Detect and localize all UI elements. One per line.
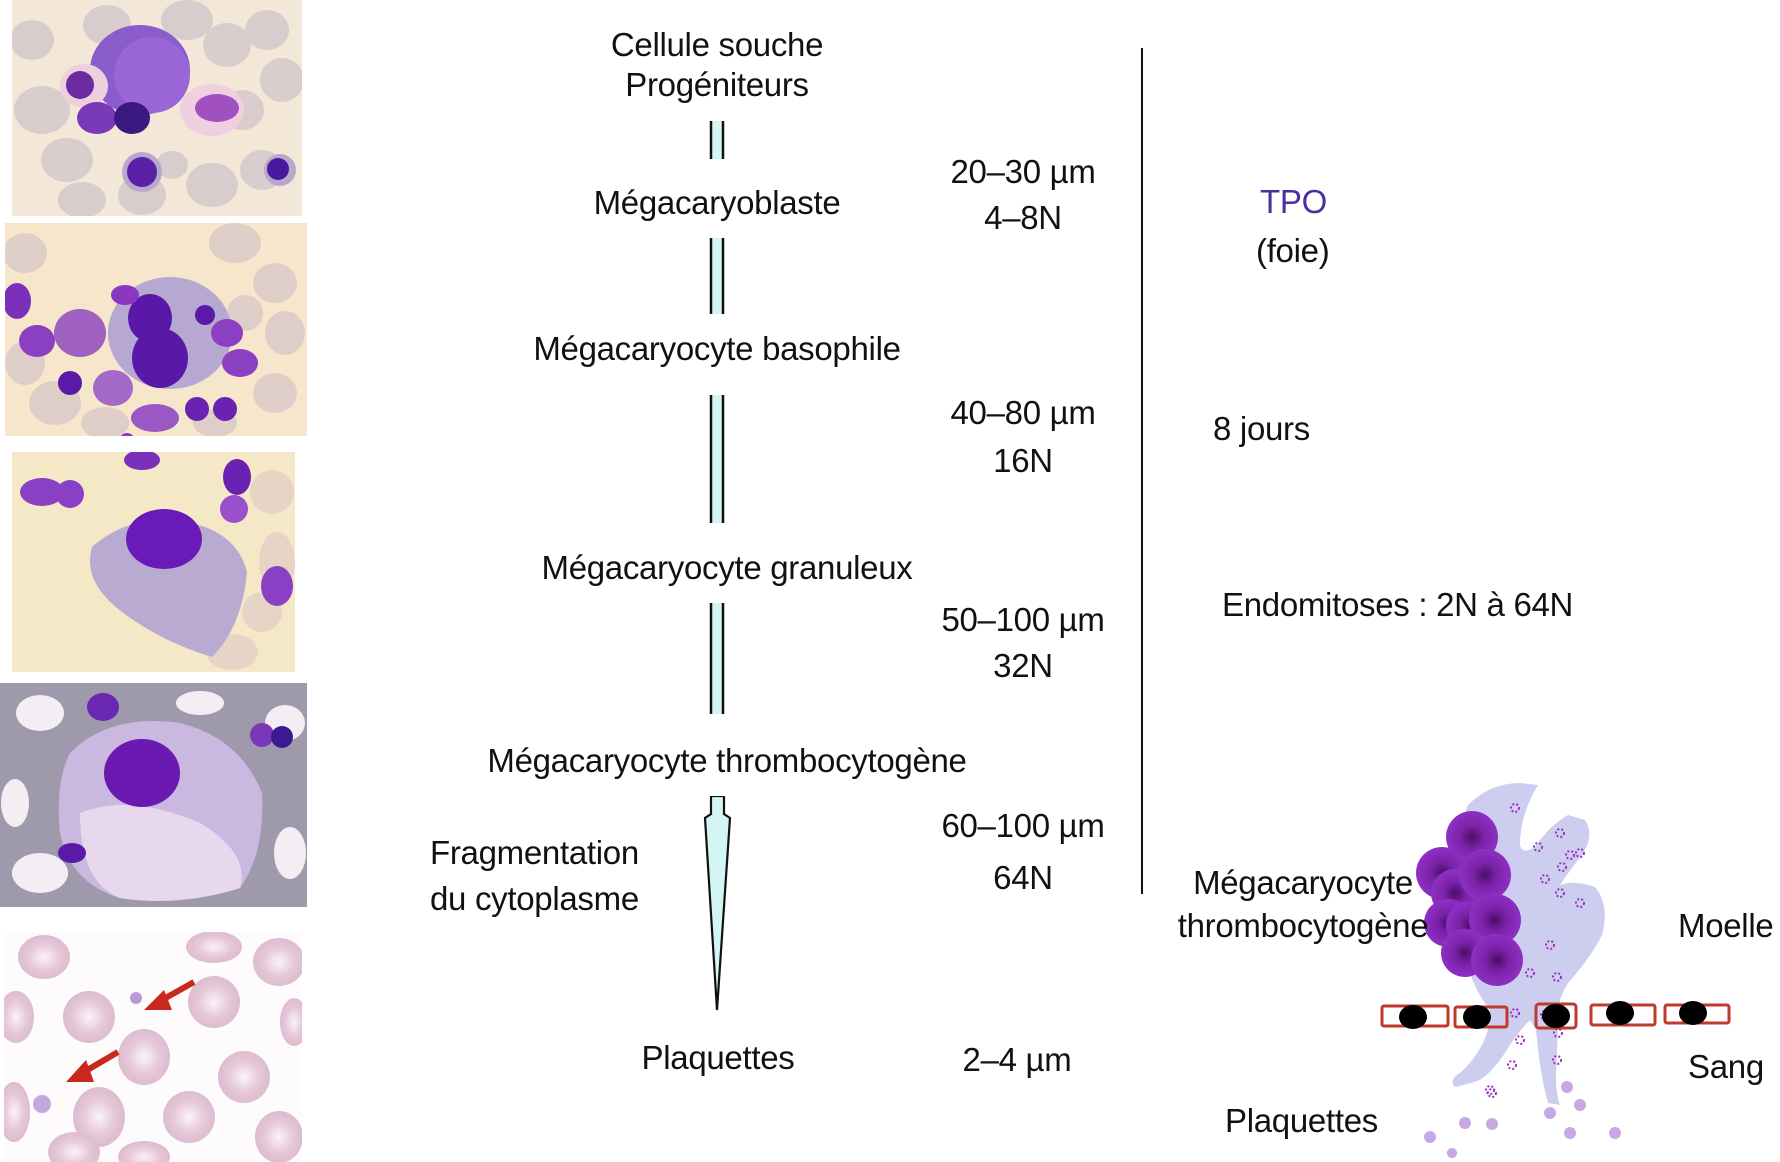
tapered-arrow-icon bbox=[703, 796, 732, 1011]
stage-thrombocytogenic-megakaryocyte-label: Mégacaryocyte thrombocytogène bbox=[487, 742, 967, 779]
stage-granular-megakaryocyte-size: 50–100 µm bbox=[941, 601, 1105, 638]
tpo-label: TPO bbox=[1260, 183, 1327, 220]
stage-platelets-size: 2–4 µm bbox=[962, 1041, 1072, 1078]
double-line-arrow-icon bbox=[709, 603, 725, 714]
timeline-divider bbox=[1141, 48, 1143, 894]
endomitoses-label: Endomitoses : 2N à 64N bbox=[1222, 586, 1574, 623]
micrograph-megakaryoblast bbox=[12, 0, 302, 216]
tpo-source-label: (foie) bbox=[1256, 232, 1330, 269]
megakaryocyte-schema: < bbox=[1380, 783, 1731, 1158]
stage-platelets-label: Plaquettes bbox=[641, 1039, 795, 1076]
double-line-arrow-icon bbox=[709, 121, 725, 159]
stage-granular-megakaryocyte-label: Mégacaryocyte granuleux bbox=[541, 549, 913, 586]
stage-basophilic-megakaryocyte-ploidy: 16N bbox=[993, 442, 1053, 479]
micrograph-blood-smear-platelets bbox=[4, 932, 302, 1162]
fragmentation-label-line2: du cytoplasme bbox=[430, 880, 639, 917]
micrograph-thrombocytogenic-megakaryocyte bbox=[0, 683, 307, 907]
stage-basophilic-megakaryocyte-label: Mégacaryocyte basophile bbox=[533, 330, 901, 367]
red-arrow-icon bbox=[66, 979, 196, 1082]
stage-thrombocytogenic-megakaryocyte-ploidy: 64N bbox=[993, 859, 1053, 896]
micrograph-basophilic-megakaryocyte bbox=[5, 223, 307, 436]
double-line-arrow-icon bbox=[709, 238, 725, 314]
schema-cell-label-line2: thrombocytogène bbox=[1177, 907, 1429, 944]
fragmentation-label-line1: Fragmentation bbox=[430, 834, 639, 871]
stage-basophilic-megakaryocyte-size: 40–80 µm bbox=[950, 394, 1096, 431]
stage-progenitors-label: Progéniteurs bbox=[625, 66, 809, 103]
double-line-arrow-icon bbox=[709, 395, 725, 523]
schema-platelets-label: Plaquettes bbox=[1225, 1102, 1378, 1139]
schema-cell-label-line1: Mégacaryocyte bbox=[1193, 864, 1413, 901]
stage-megakaryoblast-label: Mégacaryoblaste bbox=[593, 184, 841, 221]
duration-label: 8 jours bbox=[1213, 410, 1310, 447]
stage-granular-megakaryocyte-ploidy: 32N bbox=[993, 647, 1053, 684]
stage-thrombocytogenic-megakaryocyte-size: 60–100 µm bbox=[941, 807, 1105, 844]
stage-stem-cell-label: Cellule souche bbox=[610, 26, 824, 63]
schema-marrow-label: Moelle bbox=[1678, 907, 1774, 944]
schema-blood-label: Sang bbox=[1688, 1048, 1764, 1085]
lobulated-nucleus bbox=[1416, 811, 1523, 986]
micrograph-granular-megakaryocyte bbox=[12, 452, 295, 672]
stage-megakaryoblast-size: 20–30 µm bbox=[950, 153, 1096, 190]
stage-megakaryoblast-ploidy: 4–8N bbox=[984, 199, 1062, 236]
